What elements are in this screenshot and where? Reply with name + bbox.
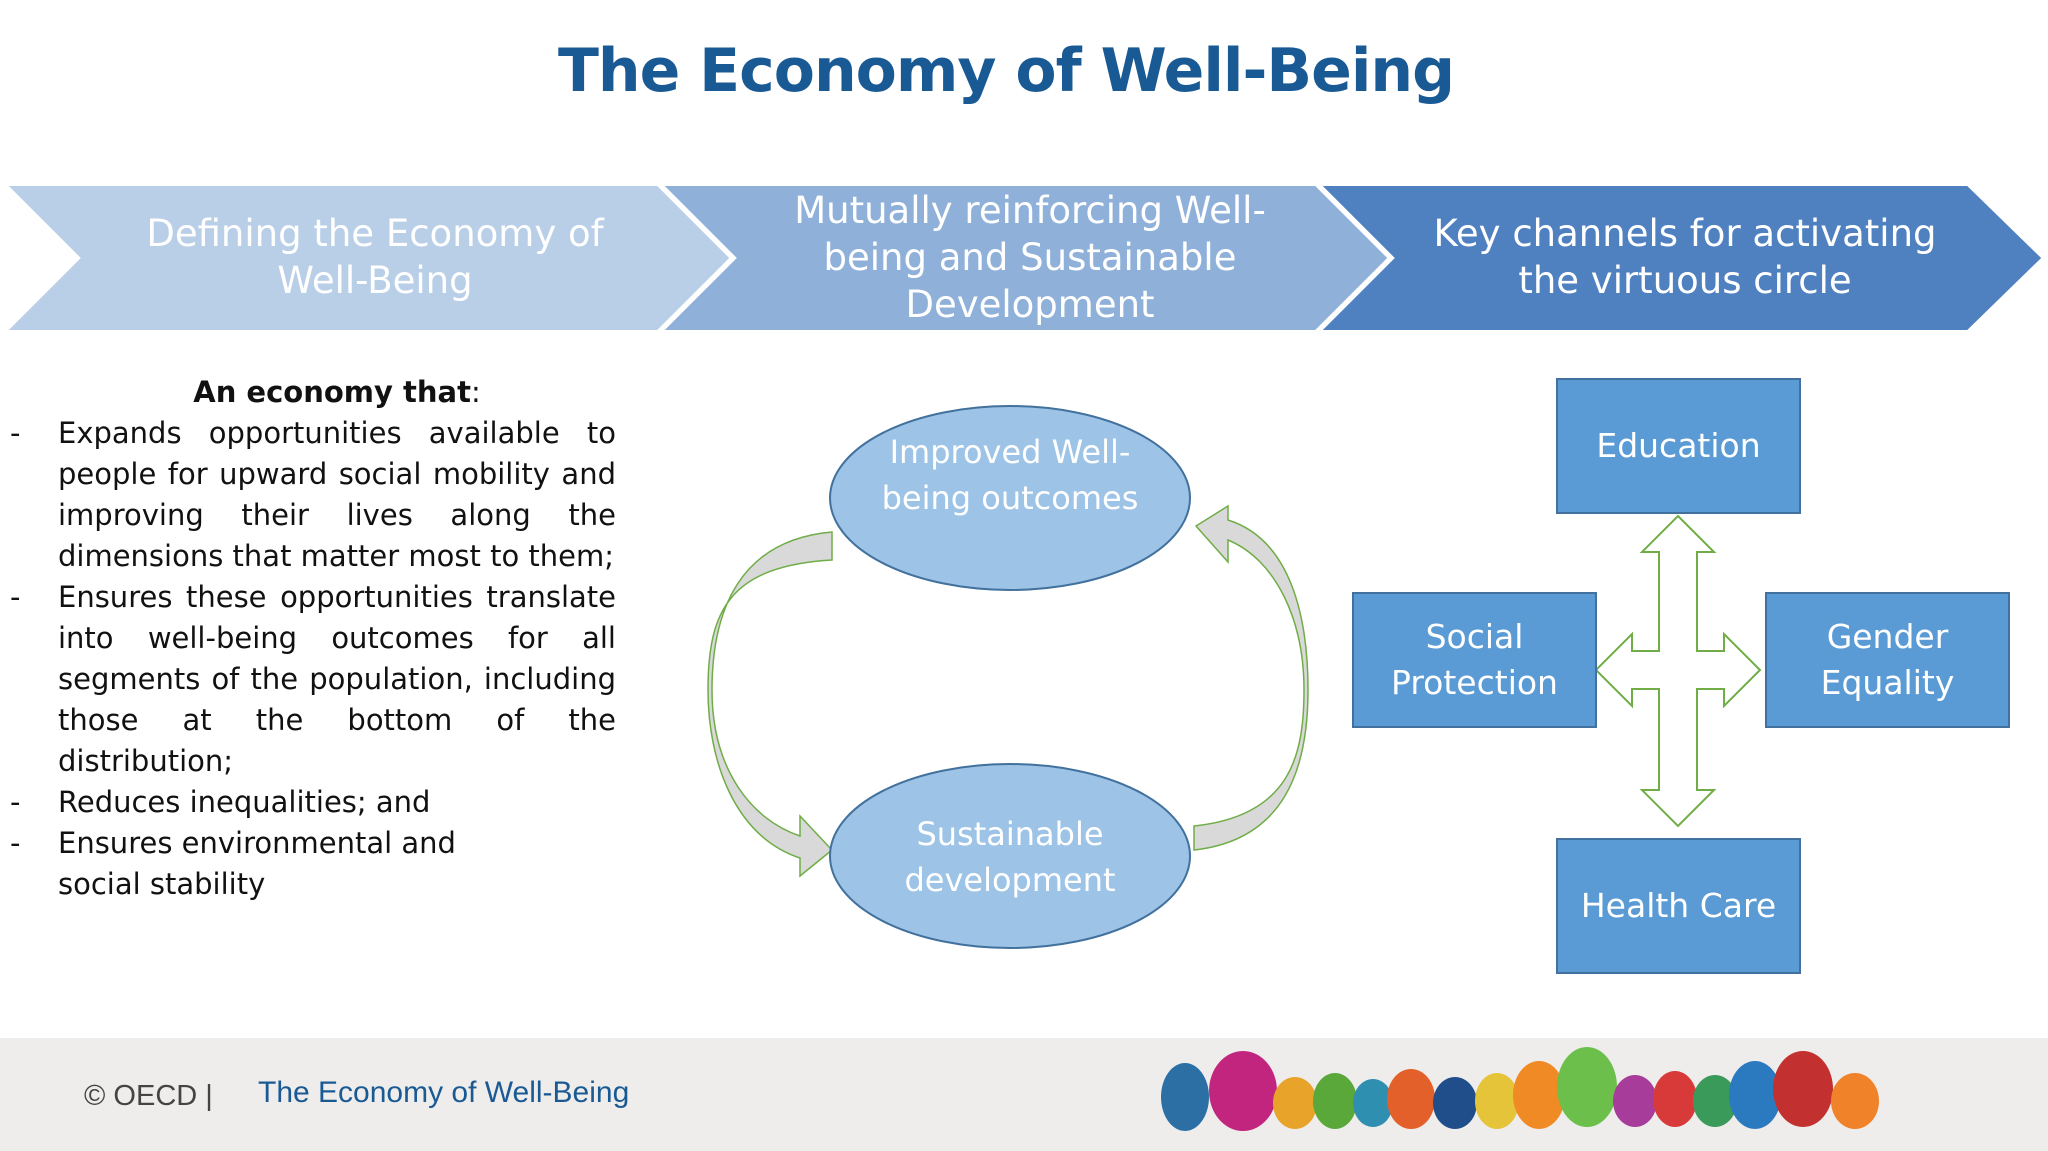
faces-banner-illustration — [1161, 1047, 1879, 1131]
list-item: -Expands opportunities available to peop… — [10, 416, 616, 573]
process-chevrons — [0, 182, 2047, 334]
bottom-ellipse — [829, 763, 1191, 949]
left-curved-arrow — [707, 531, 834, 878]
box-education: Education — [1556, 378, 1801, 514]
page-title: The Economy of Well-Being — [557, 36, 1455, 106]
right-curved-arrow — [1193, 504, 1309, 851]
cycle-diagram — [707, 405, 1762, 949]
footer-title: The Economy of Well-Being — [258, 1076, 630, 1109]
footer-copyright: © OECD | — [84, 1080, 213, 1112]
list-item: -Ensures environmental and social stabil… — [10, 826, 456, 901]
definition-list: An economy that: -Expands opportunities … — [10, 372, 616, 905]
bottom-ellipse-label: Sustainable development — [904, 815, 1116, 899]
list-item: -Ensures these opportunities translate i… — [10, 580, 616, 778]
four-way-arrow — [1594, 514, 1762, 828]
box-social-protection: Social Protection — [1352, 592, 1597, 728]
chevron-1-label: Defining the Economy of Well-Being — [146, 212, 604, 302]
chevron-3-label: Key channels for activating the virtuous… — [1433, 212, 1937, 302]
list-item: -Reduces inequalities; and — [10, 785, 431, 819]
definition-heading: An economy that: — [193, 375, 481, 409]
box-health-care: Health Care — [1556, 838, 1801, 974]
top-ellipse-label: Improved Well-being outcomes — [881, 433, 1139, 517]
box-gender-equality: Gender Equality — [1765, 592, 2010, 728]
top-ellipse — [829, 405, 1191, 591]
chevron-3 — [1313, 182, 2047, 334]
